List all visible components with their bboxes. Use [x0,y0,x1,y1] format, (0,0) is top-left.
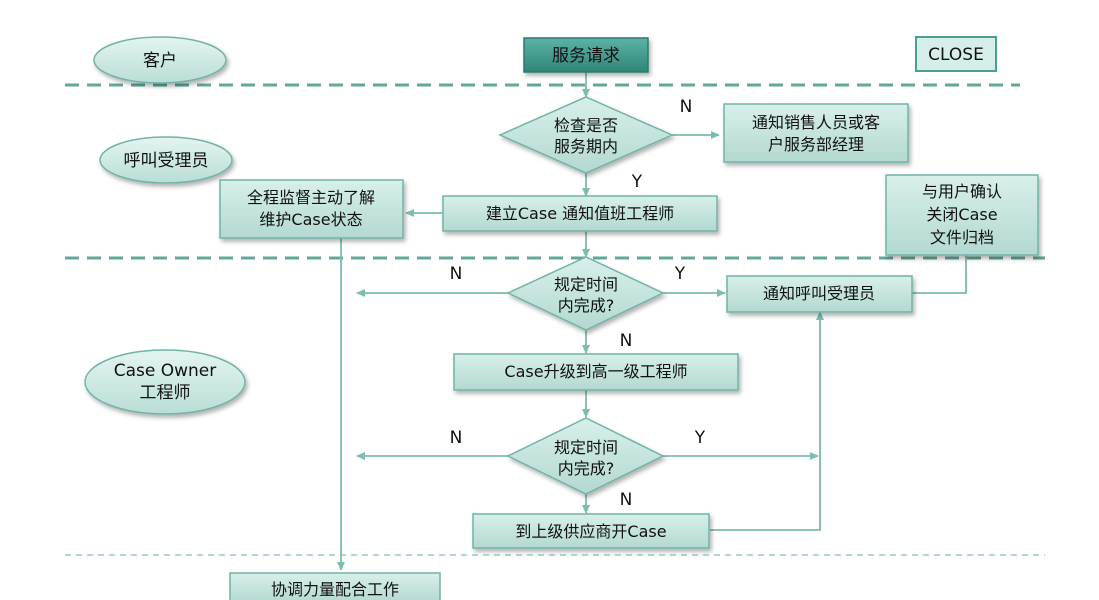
notify-agent-box [726,275,913,313]
coordinate-label: 协调力量配合工作 [271,580,399,599]
check-service-diamond [498,96,674,174]
edge-label-time1-no: N [450,264,463,284]
edge-vendor-to-notify-agent [710,311,824,531]
create-case-box [442,195,718,232]
confirm-close-label-line2: 关闭Case [926,205,997,224]
time-check-2-diamond [506,417,665,495]
close-box [915,36,997,72]
edge-label-time1-down-no: N [620,331,633,351]
confirm-close-label-line1: 与用户确认 [922,182,1002,201]
check-service-label-line1: 检查是否 [554,116,618,135]
edges [337,72,967,571]
time-check-2-label-line2: 内完成? [558,459,615,478]
notify-sales-label-line1: 通知销售人员或客 [752,113,880,132]
edge-notify-agent-to-confirm [912,255,967,294]
escalate-box [453,353,739,391]
check-service-label-line2: 服务期内 [554,137,618,156]
notify-sales-box [723,103,909,163]
lane-customer-label: 客户 [143,51,177,71]
vendor-case-label: 到上级供应商开Case [515,522,666,541]
edge-label-time2-down-no: N [620,490,633,510]
edge-label-check-service-no: N [680,97,693,117]
lane-case-owner-label-line2: 工程师 [140,383,191,403]
time-check-1-label-line1: 规定时间 [554,275,618,294]
notify-agent-label: 通知呼叫受理员 [763,284,875,303]
service-request-label: 服务请求 [552,46,620,66]
confirm-close-box [885,174,1039,256]
edge-label-check-service-yes: Y [631,172,643,192]
lane-call-agent-label: 呼叫受理员 [124,151,209,171]
monitor-label-line2: 维护Case状态 [259,210,362,229]
notify-sales-label-line2: 户服务部经理 [768,135,864,154]
time-check-2-label-line1: 规定时间 [554,438,618,457]
coordinate-box [229,572,441,600]
monitor-label-line1: 全程监督主动了解 [247,188,375,207]
vendor-case-box [472,513,710,549]
create-case-label: 建立Case 通知值班工程师 [486,204,674,223]
edge-label-time1-yes: Y [674,264,686,284]
monitor-box [219,179,404,239]
time-check-1-diamond [506,256,665,331]
service-request-box [523,37,649,73]
confirm-close-label-line3: 文件归档 [930,228,994,247]
time-check-1-label-line2: 内完成? [558,296,615,315]
escalate-label: Case升级到高一级工程师 [504,362,687,381]
close-label: CLOSE [928,45,984,65]
edge-label-time2-no: N [450,428,463,448]
lane-customer [93,36,227,84]
lane-call-agent [99,136,233,184]
lane-case-owner-label-line1: Case Owner [114,361,217,381]
edge-label-time2-yes: Y [694,428,706,448]
lane-case-owner [84,349,246,415]
